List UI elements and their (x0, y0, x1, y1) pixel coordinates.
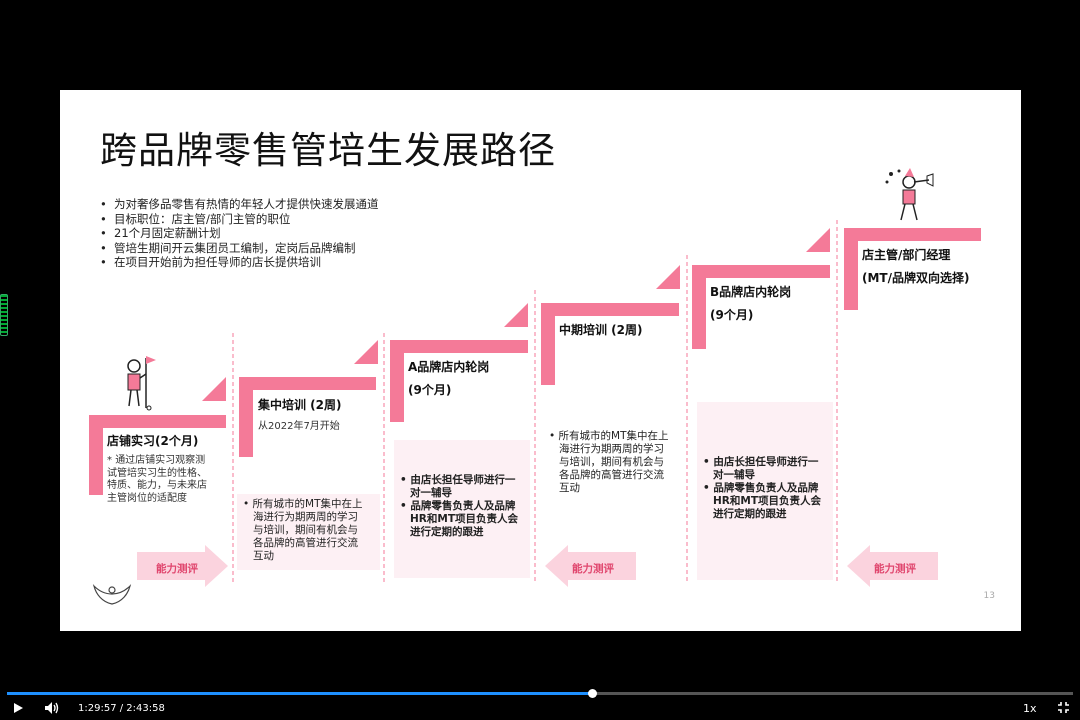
assessment-label: 能力测评 (874, 563, 916, 575)
stage-2-box: 所有城市的MT集中在上海进行为期两周的学习与培训，期间有机会与各品牌的高管进行交… (237, 494, 380, 570)
note-line: * 通过店铺实习观察测 (107, 455, 207, 468)
box-text: 所有城市的MT集中在上海进行为期两周的学习与培训，期间有机会与各品牌的高管进行交… (549, 430, 677, 495)
bullet-item: 为对奢侈品零售有热情的年轻人才提供快速发展通道 (100, 197, 379, 212)
note-text: 通过店铺实习观察测 (115, 455, 206, 466)
exit-fullscreen-icon[interactable] (1057, 701, 1070, 714)
note-bullet: * (107, 455, 116, 466)
note-line: 试管培实习生的性格、 (107, 467, 207, 479)
stage-3-sub: (9个月) (408, 383, 452, 397)
volume-icon[interactable] (44, 701, 60, 715)
slide-title: 跨品牌零售管培生发展路径 (100, 129, 556, 172)
bullet-item: 管培生期间开云集团员工编制，定岗后品牌编制 (100, 241, 379, 256)
stage-6-label: 店主管/部门经理 (862, 248, 951, 262)
stage-5-sub: (9个月) (710, 308, 754, 322)
playback-speed[interactable]: 1x (1023, 702, 1037, 715)
progress-knob[interactable] (588, 689, 598, 698)
page-number: 13 (983, 591, 995, 601)
bullet-list: 为对奢侈品零售有热情的年轻人才提供快速发展通道 目标职位：店主管/部门主管的职位… (100, 197, 379, 270)
stage-2-sub: 从2022年7月开始 (258, 421, 340, 432)
progress-fill (7, 692, 593, 695)
time-display: 1:29:57 / 2:43:58 (78, 703, 165, 714)
stage-2-label: 集中培训 (2周) (258, 398, 342, 412)
assessment-label: 能力测评 (156, 563, 198, 575)
stage-1-label: 店铺实习(2个月) (107, 434, 199, 448)
bullet-item: 21个月固定薪酬计划 (100, 226, 379, 241)
bullet-item: 目标职位：店主管/部门主管的职位 (100, 212, 379, 227)
assessment-label: 能力测评 (572, 563, 614, 575)
logo-icon (92, 584, 132, 605)
bullet-item: 在项目开始前为担任导师的店长提供培训 (100, 255, 379, 270)
box-text: 所有城市的MT集中在上海进行为期两周的学习与培训，期间有机会与各品牌的高管进行交… (243, 498, 374, 563)
stage-4-box: 所有城市的MT集中在上海进行为期两周的学习与培训，期间有机会与各品牌的高管进行交… (543, 426, 683, 498)
presentation-slide: 跨品牌零售管培生发展路径 为对奢侈品零售有热情的年轻人才提供快速发展通道 目标职… (60, 90, 1021, 631)
staircase-graphic (89, 220, 981, 587)
play-icon[interactable] (12, 702, 24, 714)
stage-4-label: 中期培训 (2周) (559, 323, 643, 337)
stage-3-label: A品牌店内轮岗 (408, 360, 490, 374)
note-line: 特质、能力，与未来店 (107, 480, 207, 491)
stage-5-label: B品牌店内轮岗 (710, 285, 792, 299)
stage-1-note: * 通过店铺实习观察测 试管培实习生的性格、 特质、能力，与未来店 主管岗位的适… (107, 455, 207, 505)
progress-bar[interactable] (7, 689, 1073, 698)
note-line: 主管岗位的适配度 (107, 492, 187, 504)
person-trumpet-icon (885, 168, 934, 221)
stage-6-sub: (MT/品牌双向选择) (862, 271, 970, 285)
player-controls: 1:29:57 / 2:43:58 1x (0, 684, 1080, 720)
person-flag-icon (127, 356, 156, 411)
side-indicator (0, 294, 8, 336)
